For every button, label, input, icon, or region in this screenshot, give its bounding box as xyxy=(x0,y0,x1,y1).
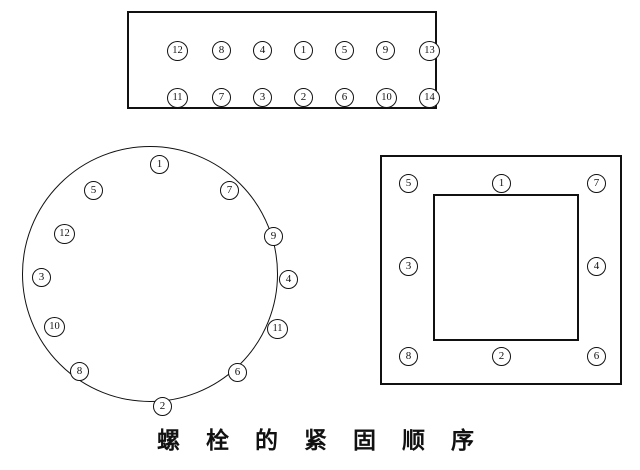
bolt-marker-9: 9 xyxy=(264,227,283,246)
bolt-marker-2: 2 xyxy=(153,397,172,416)
bolt-marker-7: 7 xyxy=(587,174,606,193)
diagram-caption: 螺 栓 的 紧 固 顺 序 xyxy=(156,428,484,454)
bolt-marker-2: 2 xyxy=(294,88,313,107)
bolt-marker-6: 6 xyxy=(587,347,606,366)
bolt-marker-5: 5 xyxy=(399,174,418,193)
bolt-marker-7: 7 xyxy=(212,88,231,107)
bolt-marker-6: 6 xyxy=(335,88,354,107)
bolt-marker-1: 1 xyxy=(294,41,313,60)
bolt-marker-8: 8 xyxy=(70,362,89,381)
bolt-marker-7: 7 xyxy=(220,181,239,200)
bolt-marker-14: 14 xyxy=(419,88,440,108)
bolt-marker-3: 3 xyxy=(399,257,418,276)
circular-flange-diagram: 1 7 9 4 11 6 2 8 10 3 12 5 xyxy=(22,146,298,416)
bolt-marker-12: 12 xyxy=(54,224,75,244)
rectangular-gasket-diagram: 12 8 4 1 5 9 13 11 7 3 2 6 10 14 xyxy=(127,11,440,109)
bolt-marker-3: 3 xyxy=(32,268,51,287)
bolt-marker-11: 11 xyxy=(267,319,288,339)
bolt-marker-6: 6 xyxy=(228,363,247,382)
bolt-marker-4: 4 xyxy=(279,270,298,289)
bolt-marker-8: 8 xyxy=(212,41,231,60)
bolt-marker-1: 1 xyxy=(492,174,511,193)
bolt-marker-4: 4 xyxy=(587,257,606,276)
bolt-marker-5: 5 xyxy=(84,181,103,200)
bolt-marker-12: 12 xyxy=(167,41,188,61)
bolt-marker-1: 1 xyxy=(150,155,169,174)
square-flange-diagram: 5 1 7 3 4 8 2 6 xyxy=(380,155,622,385)
bolt-marker-2: 2 xyxy=(492,347,511,366)
bolt-marker-13: 13 xyxy=(419,41,440,61)
bolt-marker-4: 4 xyxy=(253,41,272,60)
bolt-marker-3: 3 xyxy=(253,88,272,107)
bolt-marker-11: 11 xyxy=(167,88,188,108)
bolt-marker-8: 8 xyxy=(399,347,418,366)
bolt-marker-5: 5 xyxy=(335,41,354,60)
bolt-marker-10: 10 xyxy=(44,317,65,337)
bolt-marker-9: 9 xyxy=(376,41,395,60)
bolt-marker-10: 10 xyxy=(376,88,397,108)
square-flange-inner-opening xyxy=(433,194,579,341)
